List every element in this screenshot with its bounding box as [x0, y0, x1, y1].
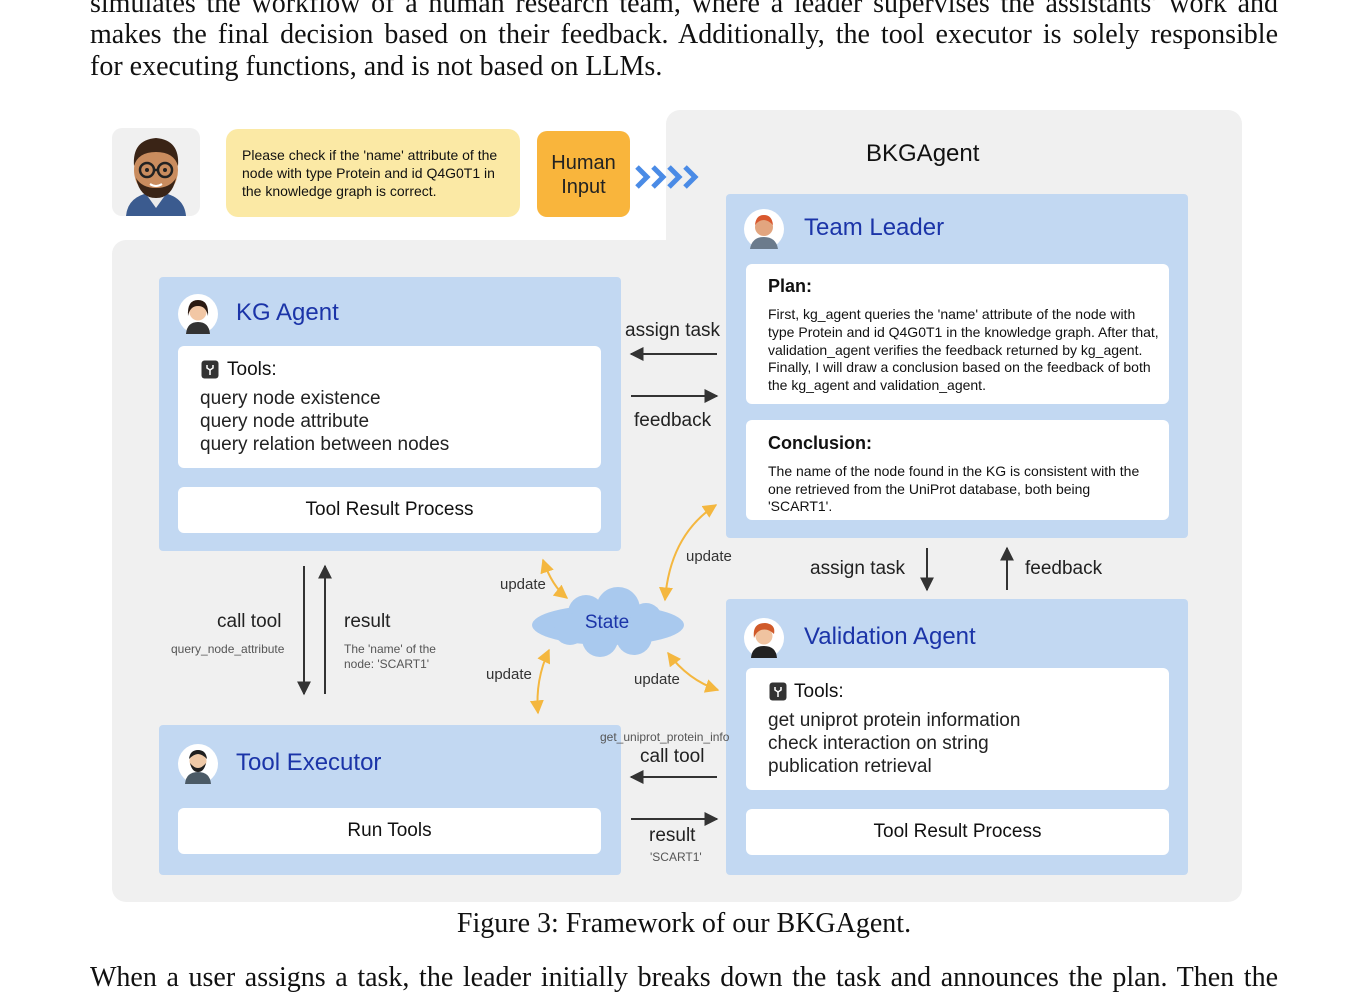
result-sublabel-left: The 'name' of the node: 'SCART1': [344, 642, 436, 671]
plan-text: First, kg_agent queries the 'name' attri…: [768, 306, 1159, 394]
update-label-executor: update: [486, 666, 532, 683]
input-chevrons-icon: [635, 165, 699, 189]
conclusion-card: Conclusion: The name of the node found i…: [746, 420, 1169, 520]
kg-tools-card: Tools: query node existence query node a…: [178, 346, 601, 468]
conclusion-text: The name of the node found in the KG is …: [768, 463, 1140, 514]
paragraph-line-3: for executing functions, and is not base…: [90, 51, 663, 82]
human-input-label: Human Input: [551, 152, 616, 198]
validation-tools-icon: [769, 682, 787, 701]
update-arrow-validation-state: [667, 651, 720, 693]
tool-executor-title: Tool Executor: [236, 749, 382, 776]
update-arrow-kg-state: [540, 558, 569, 599]
validation-agent-avatar-icon: [744, 618, 784, 658]
kg-process-label: Tool Result Process: [305, 499, 474, 520]
update-label-validation: update: [634, 671, 680, 688]
kg-tools-list: query node existence query node attribut…: [200, 387, 449, 456]
state-cloud-icon: [532, 587, 684, 657]
figure-caption: Figure 3: Framework of our BKGAgent.: [456, 908, 912, 939]
validation-tools-heading: Tools:: [794, 681, 844, 702]
validation-tools-list: get uniprot protein information check in…: [768, 709, 1020, 778]
framework-title: BKGAgent: [866, 140, 980, 167]
human-message-bubble: Please check if the 'name' attribute of …: [226, 129, 520, 217]
conclusion-heading: Conclusion:: [768, 433, 872, 453]
plan-card: Plan: First, kg_agent queries the 'name'…: [746, 264, 1169, 404]
human-message-text: Please check if the 'name' attribute of …: [242, 147, 498, 199]
kg-agent-title: KG Agent: [236, 299, 339, 326]
update-arrow-executor-state: [529, 648, 551, 715]
kg-agent-avatar-icon: [178, 294, 218, 334]
plan-heading: Plan:: [768, 276, 813, 296]
assign-task-label-top: assign task: [625, 320, 721, 341]
validation-tool-result-process: Tool Result Process: [746, 809, 1169, 855]
call-tool-sublabel-bottom: get_uniprot_protein_info: [600, 730, 730, 744]
result-label-bottom: result: [649, 825, 696, 846]
feedback-label-right: feedback: [1025, 558, 1103, 579]
team-leader-avatar-icon: [744, 209, 784, 249]
kg-tool-item: query node attribute: [200, 411, 370, 432]
paragraph-bottom-line: When a user assigns a task, the leader i…: [90, 962, 1278, 993]
validation-tool-item: publication retrieval: [768, 756, 932, 777]
kg-tool-item: query relation between nodes: [200, 434, 450, 455]
state-label: State: [584, 612, 630, 633]
kg-tools-heading: Tools:: [227, 359, 277, 380]
validation-tools-card: Tools: get uniprot protein information c…: [746, 668, 1169, 790]
human-avatar-icon: [126, 138, 186, 216]
validation-agent-title: Validation Agent: [804, 623, 976, 650]
update-label-leader: update: [686, 548, 732, 565]
feedback-label-top: feedback: [634, 410, 712, 431]
kg-tool-result-process: Tool Result Process: [178, 487, 601, 533]
team-leader-title: Team Leader: [804, 214, 945, 241]
paragraph-line-2: makes the final decision based on their …: [90, 19, 1278, 50]
run-tools-label: Run Tools: [347, 820, 432, 841]
call-tool-sublabel-left: query_node_attribute: [171, 642, 285, 656]
human-input-box: Human Input: [537, 131, 630, 217]
call-tool-label-left: call tool: [217, 611, 282, 632]
tool-executor-avatar-icon: [178, 744, 218, 784]
kg-tool-item: query node existence: [200, 388, 381, 409]
update-arrow-leader-state: [658, 504, 718, 602]
paragraph-line-1: simulates the workflow of a human resear…: [90, 0, 1278, 19]
validation-tool-item: get uniprot protein information: [768, 710, 1021, 731]
validation-tool-item: check interaction on string: [768, 733, 989, 754]
result-label-left: result: [344, 611, 391, 632]
update-label-kg: update: [500, 576, 546, 593]
kg-tools-icon: [201, 360, 219, 379]
run-tools-box: Run Tools: [178, 808, 601, 854]
validation-process-label: Tool Result Process: [873, 821, 1042, 842]
call-tool-label-bottom: call tool: [640, 746, 705, 767]
assign-task-label-right: assign task: [810, 558, 906, 579]
result-sublabel-bottom: 'SCART1': [650, 850, 702, 864]
